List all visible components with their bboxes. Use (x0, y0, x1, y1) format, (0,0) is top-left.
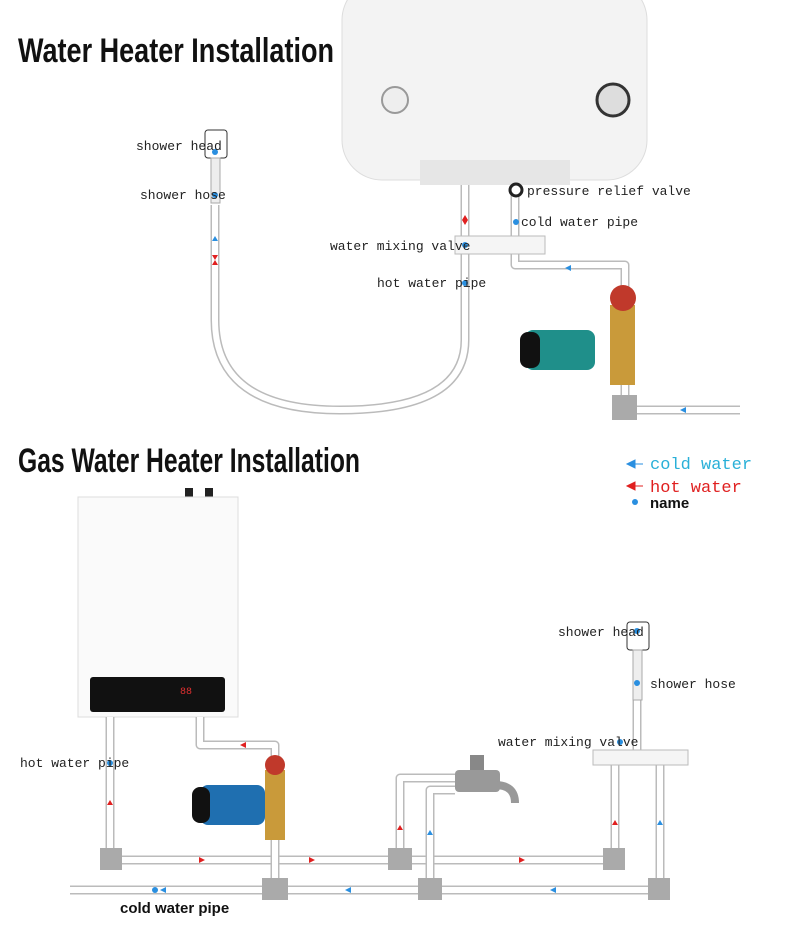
bottom-label-hot-water-pipe: hot water pipe (20, 756, 129, 771)
top-pump (520, 285, 636, 385)
top-label-pressure-relief-valve: pressure relief valve (527, 184, 691, 199)
top-pipes (210, 185, 740, 420)
top-label-water-mixing-valve: water mixing valve (330, 239, 470, 254)
legend: cold water hot water name (625, 456, 752, 512)
temperature-knob-icon (595, 82, 631, 118)
bottom-mixing-valve (592, 749, 689, 766)
gas-water-heater: 88 (77, 488, 239, 718)
legend-name: name (650, 495, 689, 512)
bottom-flow-markers (107, 628, 663, 893)
top-title: Water Heater Installation (18, 32, 334, 70)
bottom-label-cold-water-pipe: cold water pipe (120, 900, 229, 917)
top-label-shower-hose: shower hose (140, 188, 226, 203)
legend-hot-water: hot water (650, 479, 742, 498)
top-label-shower-head: shower head (136, 139, 222, 154)
bottom-title: Gas Water Heater Installation (18, 442, 360, 480)
top-flow-markers (212, 149, 686, 413)
bottom-pipes (70, 700, 689, 900)
thermometer-dial-icon (381, 86, 409, 114)
bottom-label-shower-head: shower head (558, 625, 644, 640)
bottom-label-water-mixing-valve: water mixing valve (498, 735, 638, 750)
bottom-pump (192, 755, 285, 840)
heater-display: 88 (180, 687, 192, 698)
legend-cold-water: cold water (650, 456, 752, 475)
pressure-relief-valve-icon (508, 182, 524, 198)
bottom-label-shower-hose: shower hose (650, 677, 736, 692)
top-label-cold-water-pipe: cold water pipe (521, 215, 638, 230)
top-mixing-valve (454, 235, 546, 255)
top-label-hot-water-pipe: hot water pipe (377, 276, 486, 291)
electric-water-heater-tank (341, 0, 648, 185)
faucet-icon (455, 755, 519, 804)
